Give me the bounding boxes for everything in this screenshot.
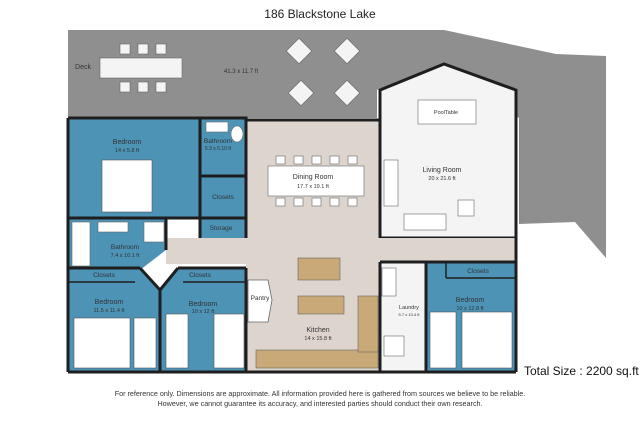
bedroom-center-dims: 10 x 12 ft <box>192 309 215 315</box>
storage-label: Storage <box>210 225 233 232</box>
disclaimer-line-2: However, we cannot guarantee its accurac… <box>157 399 483 408</box>
closets-center-label: Closets <box>189 272 211 279</box>
hallway-floor <box>166 238 516 264</box>
storage-floor <box>200 218 246 238</box>
disclaimer-line-1: For reference only. Dimensions are appro… <box>114 389 526 398</box>
living-room-dims: 20 x 21.6 ft <box>428 176 456 182</box>
walls <box>66 116 518 374</box>
bedroom-center-label: Bedroom <box>189 301 218 308</box>
deck-area <box>68 30 606 258</box>
pantry-shape <box>247 279 273 323</box>
bathroom-large-floor <box>68 218 166 270</box>
dining-room-label: Dining Room <box>293 174 334 181</box>
dining-table <box>267 155 365 207</box>
living-room-label: Living Room <box>423 167 462 174</box>
bedroom-right-label: Bedroom <box>456 297 485 304</box>
bedroom-main-dims: 14 x 5.8 ft <box>115 148 140 154</box>
bathroom-small-label: Bathroom <box>204 138 232 145</box>
bedroom-right-dims: 10 x 12.8 ft <box>456 306 484 312</box>
laundry-label: Laundry <box>399 305 419 311</box>
dining-room-dims: 17.7 x 19.1 ft <box>297 184 329 190</box>
closet-partitions <box>68 262 516 283</box>
living-room-furniture <box>383 99 477 231</box>
closets-mid-floor <box>200 176 246 218</box>
closets-left-label: Closets <box>93 272 115 279</box>
bathroom-fixtures <box>71 121 244 267</box>
kitchen-furniture <box>255 257 405 369</box>
closets-mid-label: Closets <box>212 194 234 201</box>
bedroom-left-dims: 11.5 x 11.4 ft <box>94 308 125 314</box>
pool-table-label: PoolTable <box>434 110 458 116</box>
kitchen-label: Kitchen <box>306 327 329 334</box>
deck-dims: 41.3 x 11.7 ft <box>224 69 259 75</box>
deck-label: Deck <box>75 64 91 71</box>
bedroom-left-label: Bedroom <box>95 299 124 306</box>
bathroom-large-label: Bathroom <box>111 244 139 251</box>
disclaimer: For reference only. Dimensions are appro… <box>0 389 640 409</box>
laundry-dims: 5.7 x 13.4 ft <box>399 312 421 317</box>
pantry-label: Pantry <box>251 295 271 302</box>
deck-furniture <box>99 37 361 107</box>
bathroom-large-dims: 7.4 x 10.1 ft <box>111 253 140 259</box>
kitchen-dims: 14 x 15.8 ft <box>304 336 332 342</box>
total-size: Total Size : 2200 sq.ft <box>524 364 639 378</box>
living-room-gable <box>378 62 518 240</box>
bedroom-main-label: Bedroom <box>113 139 142 146</box>
beds <box>73 159 513 369</box>
plan-title: 186 Blackstone Lake <box>264 7 376 21</box>
bathroom-small-dims: 5.9 x 6.10 ft <box>205 146 232 152</box>
closets-right-label: Closets <box>467 268 489 275</box>
